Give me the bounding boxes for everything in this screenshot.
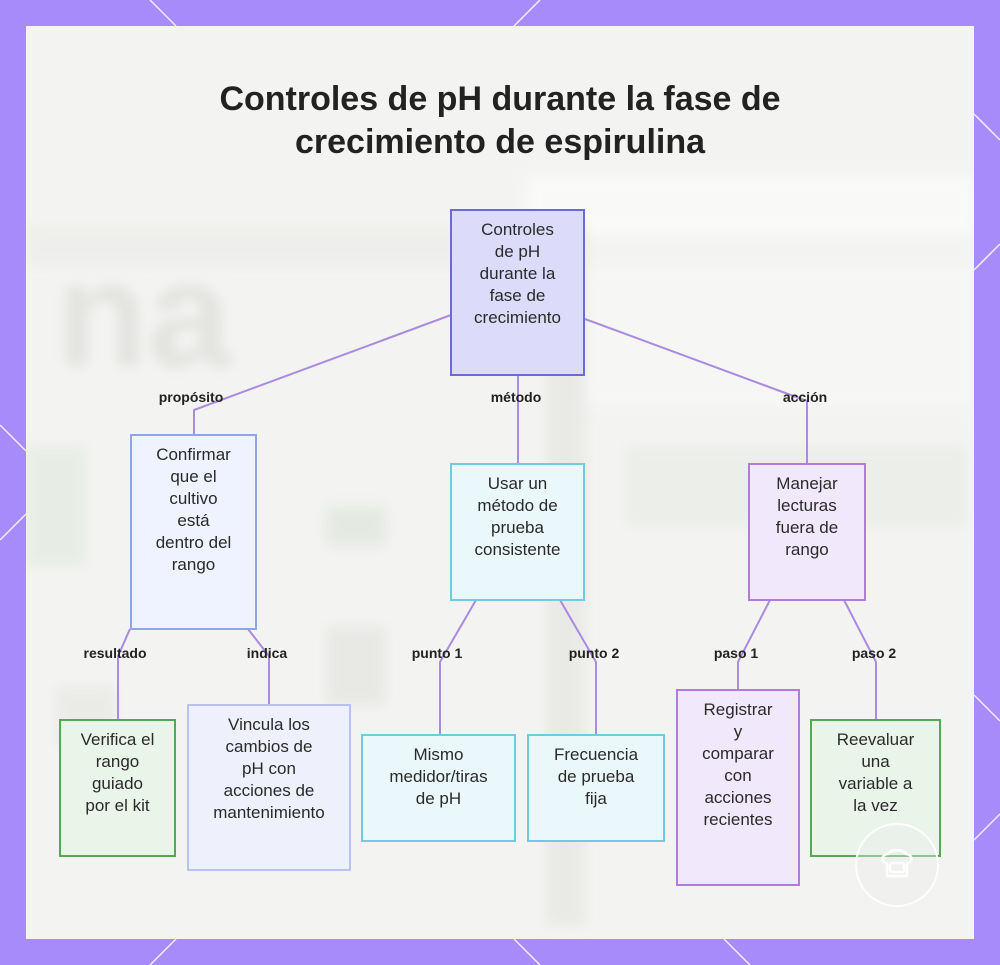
node-manage-line: Manejar xyxy=(776,474,838,493)
node-verify-line: por el kit xyxy=(85,796,150,815)
node-same-line: medidor/tiras xyxy=(389,767,488,786)
node-manage-line: lecturas xyxy=(777,496,837,515)
node-link-line: cambios de xyxy=(225,737,313,756)
node-record-line: recientes xyxy=(703,810,773,829)
node-verify-line: Verifica el xyxy=(80,730,155,749)
edge-method-same xyxy=(439,599,477,734)
node-method-line: método de xyxy=(477,496,558,515)
node-manage-line: fuera de xyxy=(775,518,839,537)
node-freq-line: de prueba xyxy=(557,767,635,786)
svg-text:na: na xyxy=(56,230,233,398)
node-root-line: crecimiento xyxy=(474,308,561,327)
node-verify-line: guiado xyxy=(91,774,144,793)
title-line-2: crecimiento de espirulina xyxy=(294,123,706,161)
diagram-card: na Controles de pH durante la fase de cr… xyxy=(26,26,974,939)
node-root: Controles de pH durante la fase de creci… xyxy=(450,209,585,376)
node-method-line: consistente xyxy=(474,540,561,559)
diagram-title: Controles de pH durante la fase de creci… xyxy=(26,78,974,164)
label-indicates: indica xyxy=(246,645,288,661)
node-confirm-range: Confirmar que el cultivo está dentro del… xyxy=(130,434,257,630)
edge-confirm-link xyxy=(247,628,270,704)
edge-manage-record xyxy=(737,599,771,689)
node-reeval-line: variable a xyxy=(838,774,913,793)
node-same-line: de pH xyxy=(415,789,462,808)
label-action: acción xyxy=(782,389,828,405)
node-record-line: Registrar xyxy=(703,700,773,719)
edge-manage-reeval xyxy=(843,599,877,719)
edge-confirm-verify xyxy=(117,628,131,719)
node-record-line: y xyxy=(733,722,743,741)
edge-root-manage xyxy=(584,318,808,463)
node-reeval-line: la vez xyxy=(853,796,898,815)
node-method-line: Usar un xyxy=(487,474,548,493)
label-result: resultado xyxy=(83,645,147,661)
node-freq-line: fija xyxy=(585,789,607,808)
node-root-line: durante la xyxy=(479,264,556,283)
node-record-line: acciones xyxy=(704,788,772,807)
label-point-1: punto 1 xyxy=(411,645,463,661)
node-root-line: de pH xyxy=(494,242,541,261)
node-same-meter: Mismo medidor/tiras de pH xyxy=(361,734,516,842)
label-purpose: propósito xyxy=(158,389,224,405)
logo-glyph xyxy=(881,849,913,878)
node-confirm-line: cultivo xyxy=(169,489,218,508)
node-confirm-line: Confirmar xyxy=(156,445,231,464)
edge-method-freq xyxy=(559,599,597,734)
label-step-2: paso 2 xyxy=(851,645,897,661)
node-link-changes: Vincula los cambios de pH con acciones d… xyxy=(187,704,351,871)
node-manage-line: rango xyxy=(785,540,829,559)
node-verify-range: Verifica el rango guiado por el kit xyxy=(59,719,176,857)
node-root-line: Controles xyxy=(481,220,554,239)
node-record-compare: Registrar y comparar con acciones recien… xyxy=(676,689,800,886)
node-root-line: fase de xyxy=(489,286,546,305)
node-reeval-line: Reevaluar xyxy=(836,730,915,749)
chef-hat-logo-icon xyxy=(855,823,939,907)
edge-root-confirm xyxy=(193,314,452,434)
node-record-line: comparar xyxy=(702,744,774,763)
node-same-line: Mismo xyxy=(413,745,464,764)
node-reeval-line: una xyxy=(861,752,890,771)
node-confirm-line: está xyxy=(177,511,210,530)
node-record-line: con xyxy=(724,766,752,785)
title-line-1: Controles de pH durante la fase de xyxy=(219,80,781,118)
node-test-method: Usar un método de prueba consistente xyxy=(450,463,585,601)
node-freq-line: Frecuencia xyxy=(553,745,639,764)
node-link-line: mantenimiento xyxy=(213,803,325,822)
label-method: método xyxy=(490,389,542,405)
node-fixed-frequency: Frecuencia de prueba fija xyxy=(527,734,665,842)
node-link-line: acciones de xyxy=(223,781,315,800)
node-confirm-line: rango xyxy=(171,555,216,574)
node-method-line: prueba xyxy=(491,518,544,537)
label-point-2: punto 2 xyxy=(568,645,620,661)
node-manage-readings: Manejar lecturas fuera de rango xyxy=(748,463,866,601)
label-step-1: paso 1 xyxy=(713,645,759,661)
node-confirm-line: dentro del xyxy=(155,533,232,552)
node-link-line: Vincula los xyxy=(228,715,310,734)
node-link-line: pH con xyxy=(242,759,296,778)
connector-lines xyxy=(117,314,877,734)
node-confirm-line: que el xyxy=(170,467,217,486)
node-verify-line: rango xyxy=(95,752,140,771)
